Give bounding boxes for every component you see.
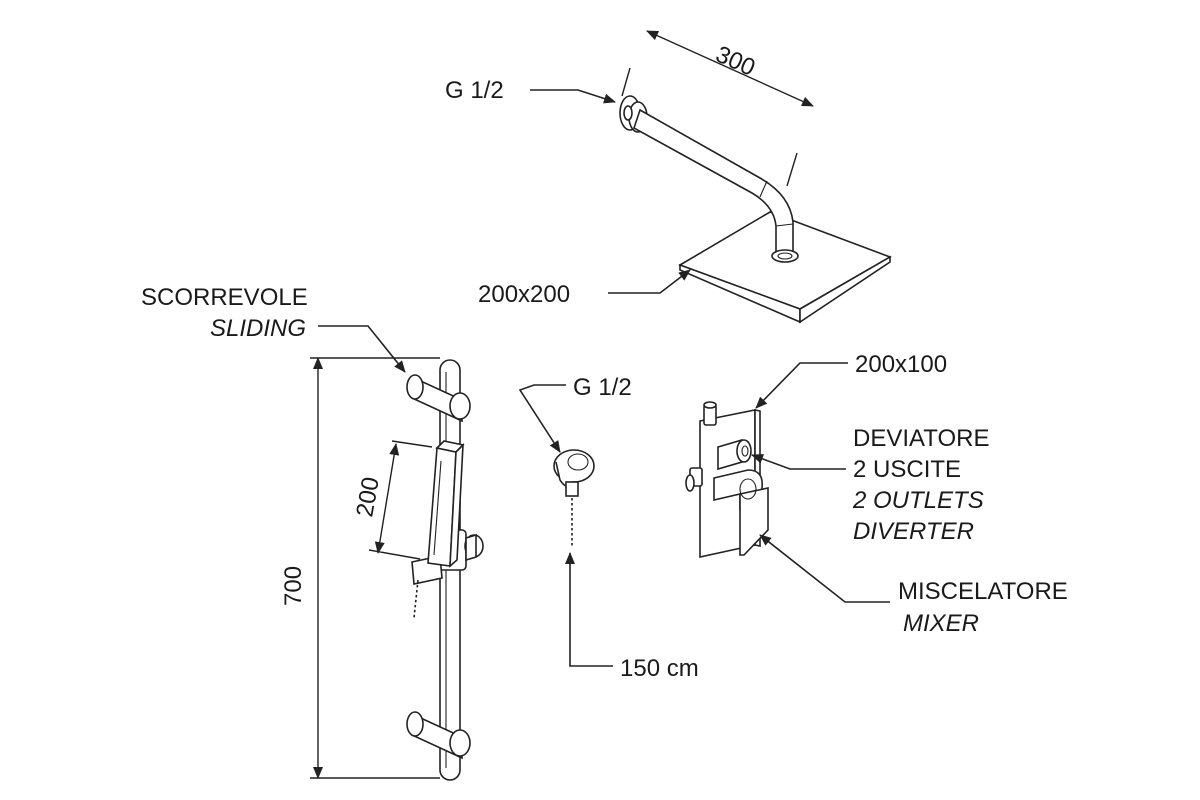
rail-height-label: 700 [280, 566, 307, 606]
elbow-inlet-leader: G 1/2 [518, 374, 632, 453]
shower-arm-assembly: 300 G 1/2 200x200 [445, 30, 892, 324]
mixer-assembly: 200x100 DEVIATORE 2 USCITE 2 OUTLETS DIV… [685, 351, 1068, 637]
plate-size-label: 200x100 [855, 351, 947, 378]
head-size-leader: 200x200 [478, 269, 691, 308]
diverter-label-en-1: 2 OUTLETS [852, 487, 984, 514]
diverter-label-en-2: DIVERTER [853, 518, 974, 545]
mixer-label-it: MISCELATORE [898, 578, 1068, 605]
slider-label-it: SCORREVOLE [141, 284, 308, 311]
rail-height-dimension: 700 [280, 357, 440, 779]
handshower-length-label: 200 [351, 475, 385, 519]
mixer-inlet-pipes [685, 401, 717, 492]
wall-elbow [553, 449, 595, 497]
wall-elbow-assembly: G 1/2 150 cm [518, 374, 699, 682]
slide-rail-assembly: 200 700 SCORREVOLE SLIDING [141, 284, 484, 781]
mixer-leader: MISCELATORE MIXER [759, 534, 1068, 637]
diverter-label-it-2: 2 USCITE [853, 456, 961, 483]
diverter-label-it-1: DEVIATORE [853, 425, 989, 452]
mixer-lever [713, 469, 769, 556]
hose-length-leader: 150 cm [565, 552, 699, 682]
slider-label-en: SLIDING [210, 315, 306, 342]
diverter-knob [717, 438, 752, 471]
plate-size-leader: 200x100 [755, 351, 947, 409]
elbow-inlet-label: G 1/2 [573, 374, 632, 401]
arm-inlet-leader: G 1/2 [445, 77, 616, 104]
handshower-length-dimension: 200 [351, 440, 433, 560]
head-size-label: 200x200 [478, 281, 570, 308]
hose-length-label: 150 cm [620, 655, 699, 682]
diverter-leader: DEVIATORE 2 USCITE 2 OUTLETS DIVERTER [751, 425, 989, 545]
mixer-label-en: MIXER [903, 610, 979, 637]
hand-shower [427, 440, 465, 568]
rail-bottom-bracket [406, 711, 471, 760]
shower-arm-tube [633, 108, 799, 263]
arm-length-label: 300 [712, 41, 760, 82]
arm-inlet-label: G 1/2 [445, 77, 504, 104]
rail-top-bracket [406, 374, 471, 423]
slider-leader: SCORREVOLE SLIDING [141, 284, 406, 373]
hand-shower-hose [413, 579, 419, 619]
